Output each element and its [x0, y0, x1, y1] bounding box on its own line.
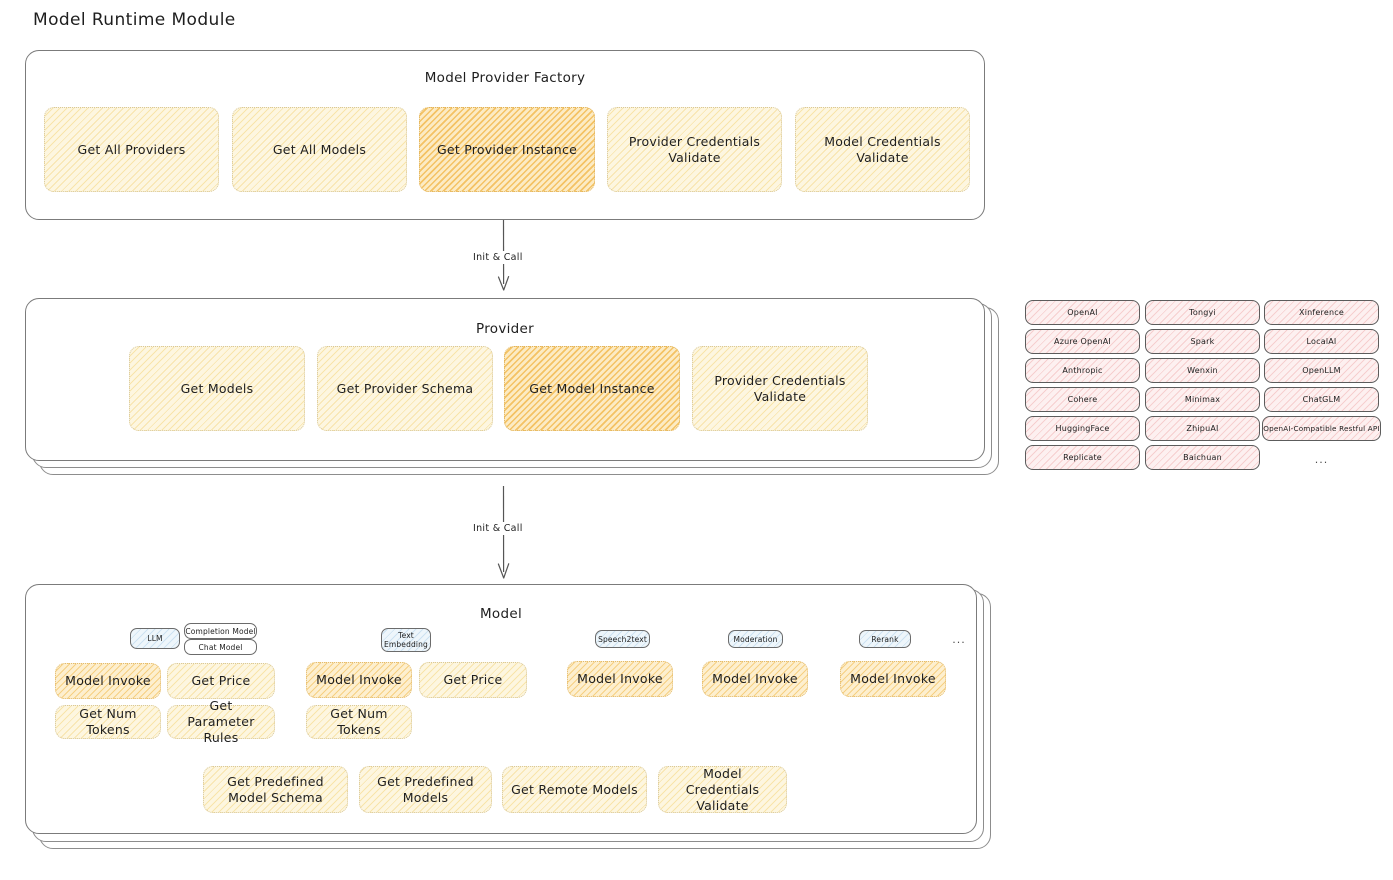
node-model-credentials-validate-2[interactable]: Model Credentials Validate	[658, 766, 787, 813]
node-get-predefined-model-schema[interactable]: Get Predefined Model Schema	[203, 766, 348, 813]
model-type-badge-speech2text[interactable]: Speech2text	[595, 630, 650, 648]
node-get-provider-schema[interactable]: Get Provider Schema	[317, 346, 493, 431]
node-text-embedding-model-invoke[interactable]: Model Invoke	[306, 662, 412, 698]
node-get-model-instance[interactable]: Get Model Instance	[504, 346, 680, 431]
provider-chip-openllm[interactable]: OpenLLM	[1264, 358, 1379, 383]
node-get-provider-instance[interactable]: Get Provider Instance	[419, 107, 595, 192]
model-provider-factory-title: Model Provider Factory	[424, 70, 586, 86]
node-llm-get-num-tokens[interactable]: Get Num Tokens	[55, 705, 161, 739]
node-get-remote-models[interactable]: Get Remote Models	[502, 766, 647, 813]
model-subtype-completion-model[interactable]: Completion Model	[184, 623, 257, 639]
arrow-label-init-call-1: Init & Call	[469, 251, 527, 264]
provider-chip-zhipuai[interactable]: ZhipuAI	[1145, 416, 1260, 441]
provider-chip-cohere[interactable]: Cohere	[1025, 387, 1140, 412]
node-provider-credentials-validate-2[interactable]: Provider Credentials Validate	[692, 346, 868, 431]
node-get-all-models[interactable]: Get All Models	[232, 107, 407, 192]
node-provider-credentials-validate[interactable]: Provider Credentials Validate	[607, 107, 782, 192]
node-get-models[interactable]: Get Models	[129, 346, 305, 431]
model-types-more: ...	[952, 632, 966, 646]
provider-chip-tongyi[interactable]: Tongyi	[1145, 300, 1260, 325]
provider-chip-wenxin[interactable]: Wenxin	[1145, 358, 1260, 383]
provider-chip-xinference[interactable]: Xinference	[1264, 300, 1379, 325]
node-speech2text-model-invoke[interactable]: Model Invoke	[567, 661, 673, 697]
node-llm-model-invoke[interactable]: Model Invoke	[55, 663, 161, 699]
node-text-embedding-get-price[interactable]: Get Price	[419, 662, 527, 698]
model-title: Model	[479, 606, 523, 622]
node-llm-get-parameter-rules[interactable]: Get Parameter Rules	[167, 698, 275, 745]
provider-chip-openai[interactable]: OpenAI	[1025, 300, 1140, 325]
arrow-label-init-call-2: Init & Call	[469, 522, 527, 535]
provider-chip-minimax[interactable]: Minimax	[1145, 387, 1260, 412]
model-type-badge-rerank[interactable]: Rerank	[859, 630, 911, 648]
provider-chip-localai[interactable]: LocalAI	[1264, 329, 1379, 354]
provider-list-more: ...	[1314, 452, 1329, 466]
node-get-predefined-models[interactable]: Get Predefined Models	[359, 766, 492, 813]
model-type-badge-text-embedding[interactable]: Text Embedding	[381, 628, 431, 652]
provider-chip-baichuan[interactable]: Baichuan	[1145, 445, 1260, 470]
node-llm-get-price[interactable]: Get Price	[167, 663, 275, 699]
arrow-provider-to-model	[497, 485, 510, 579]
provider-chip-openai-compatible-restful-api[interactable]: OpenAI-Compatible Restful API	[1262, 416, 1381, 441]
provider-chip-azure-openai[interactable]: Azure OpenAI	[1025, 329, 1140, 354]
model-subtype-chat-model[interactable]: Chat Model	[184, 639, 257, 655]
provider-chip-huggingface[interactable]: HuggingFace	[1025, 416, 1140, 441]
provider-chip-spark[interactable]: Spark	[1145, 329, 1260, 354]
model-type-badge-llm[interactable]: LLM	[130, 628, 180, 649]
node-model-credentials-validate[interactable]: Model Credentials Validate	[795, 107, 970, 192]
provider-chip-replicate[interactable]: Replicate	[1025, 445, 1140, 470]
model-type-badge-moderation[interactable]: Moderation	[728, 630, 783, 648]
provider-title: Provider	[476, 321, 534, 337]
node-moderation-model-invoke[interactable]: Model Invoke	[702, 661, 808, 697]
node-text-embedding-get-num-tokens[interactable]: Get Num Tokens	[306, 705, 412, 739]
page-title: Model Runtime Module	[33, 10, 236, 30]
provider-chip-chatglm[interactable]: ChatGLM	[1264, 387, 1379, 412]
node-get-all-providers[interactable]: Get All Providers	[44, 107, 219, 192]
node-rerank-model-invoke[interactable]: Model Invoke	[840, 661, 946, 697]
provider-chip-anthropic[interactable]: Anthropic	[1025, 358, 1140, 383]
